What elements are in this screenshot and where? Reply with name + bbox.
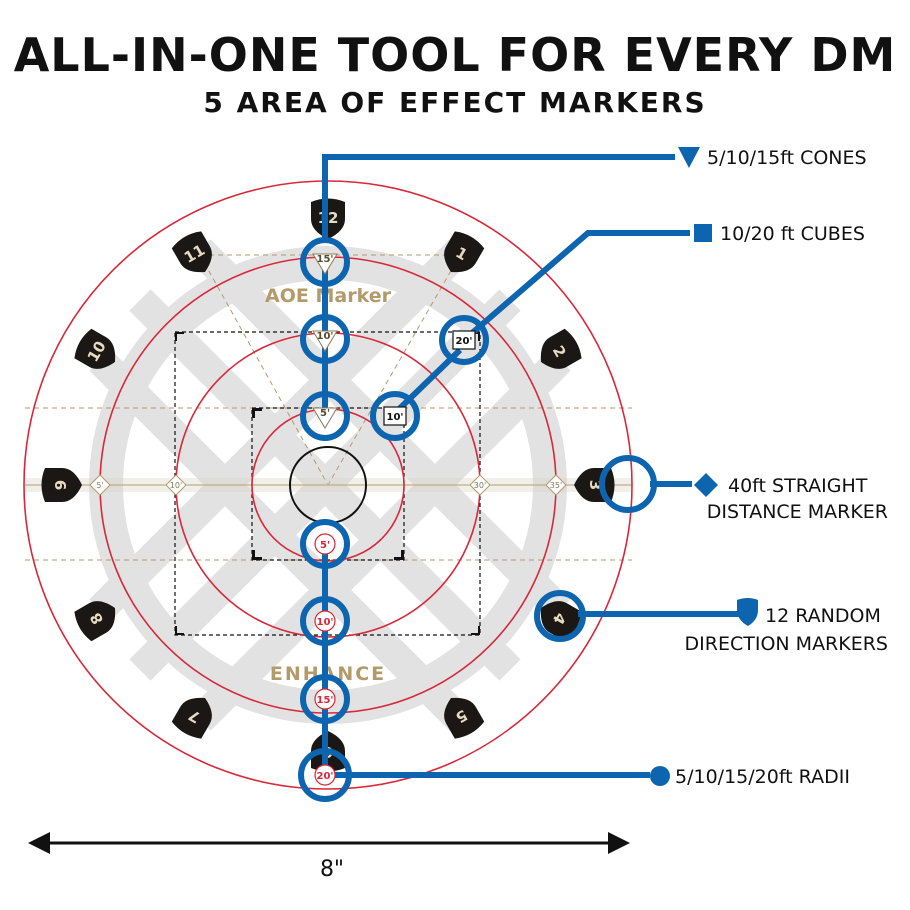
cone-markers: 15' 10' 5' — [312, 253, 338, 429]
radius-label: 20' — [317, 771, 334, 782]
ruler-diamond — [165, 474, 187, 496]
direction-number: 9 — [52, 480, 70, 490]
ruler-diamond — [89, 474, 111, 496]
radius-label: 15' — [317, 695, 334, 706]
direction-marker: 10 — [74, 328, 116, 369]
cube-icon — [694, 224, 712, 242]
shield-icon — [74, 328, 116, 369]
callout-straight-1: 40ft STRAIGHT — [728, 475, 868, 497]
radius-markers: 5' 10' 15' 20' — [314, 533, 336, 786]
callout-cones: 5/10/15ft CONES — [707, 147, 867, 169]
diamond-icon — [694, 473, 718, 497]
direction-marker: 4 — [540, 601, 582, 642]
dimension-label: 8" — [320, 857, 344, 882]
page-title: ALL-IN-ONE TOOL FOR EVERY DM — [13, 28, 897, 82]
shield-icon — [444, 231, 485, 273]
callout-lines — [322, 154, 740, 778]
cone-icon — [678, 147, 700, 168]
callout-radii: 5/10/15/20ft RADII — [675, 766, 850, 788]
callout-random-1: 12 RANDOM — [765, 605, 881, 627]
direction-marker: 5 — [444, 697, 485, 739]
cube-icon — [383, 406, 407, 426]
radius-label: 5' — [320, 540, 330, 551]
cone-icon — [312, 330, 338, 352]
cone-label: 15' — [317, 254, 334, 265]
radius-icon — [314, 533, 336, 555]
shield-icon — [737, 598, 758, 626]
ruler-diamond — [469, 474, 491, 496]
radius-icon — [314, 610, 336, 632]
shield-icon — [171, 231, 212, 273]
direction-marker: 8 — [74, 601, 116, 642]
direction-marker: 7 — [171, 697, 212, 739]
direction-marker: 11 — [171, 231, 212, 273]
shield-icon — [74, 601, 116, 642]
radius-icon — [314, 688, 336, 710]
straight-distance-ruler — [25, 478, 632, 492]
direction-marker: 1 — [444, 231, 485, 273]
cube-label: 20' — [456, 336, 473, 347]
cube-markers: 20' 10' — [383, 330, 476, 426]
brand-top: AOE Marker — [265, 285, 392, 307]
direction-marker: 2 — [540, 328, 582, 369]
cone-icon — [312, 253, 338, 275]
callout-random-2: DIRECTION MARKERS — [685, 633, 888, 655]
ruler-marks: 5' 10' 30' 35' — [89, 474, 567, 496]
shield-icon — [540, 601, 582, 642]
direction-number: 3 — [586, 480, 604, 490]
ruler-label: 10' — [170, 481, 182, 490]
shield-icon — [540, 328, 582, 369]
callout-straight-2: DISTANCE MARKER — [707, 501, 888, 523]
circle-icon — [650, 766, 670, 786]
page-subtitle: 5 AREA OF EFFECT MARKERS — [203, 86, 707, 119]
ruler-diamond — [545, 474, 567, 496]
dimension-arrow — [28, 832, 630, 854]
shield-icon — [171, 697, 212, 739]
ruler-label: 30' — [474, 481, 486, 490]
highlight-circles — [298, 237, 657, 802]
ruler-label: 35' — [550, 481, 562, 490]
callout-cubes: 10/20 ft CUBES — [720, 223, 865, 245]
cone-label: 10' — [317, 331, 334, 342]
cube-icon — [452, 330, 476, 350]
ruler-label: 5' — [96, 481, 103, 490]
cone-icon — [312, 407, 338, 429]
radius-icon — [314, 764, 336, 786]
cube-label: 10' — [387, 412, 404, 423]
radius-label: 10' — [317, 617, 334, 628]
shield-icon — [444, 697, 485, 739]
direction-marker: 9 — [41, 468, 82, 502]
cone-label: 5' — [320, 408, 330, 419]
shield-icon — [41, 468, 82, 502]
